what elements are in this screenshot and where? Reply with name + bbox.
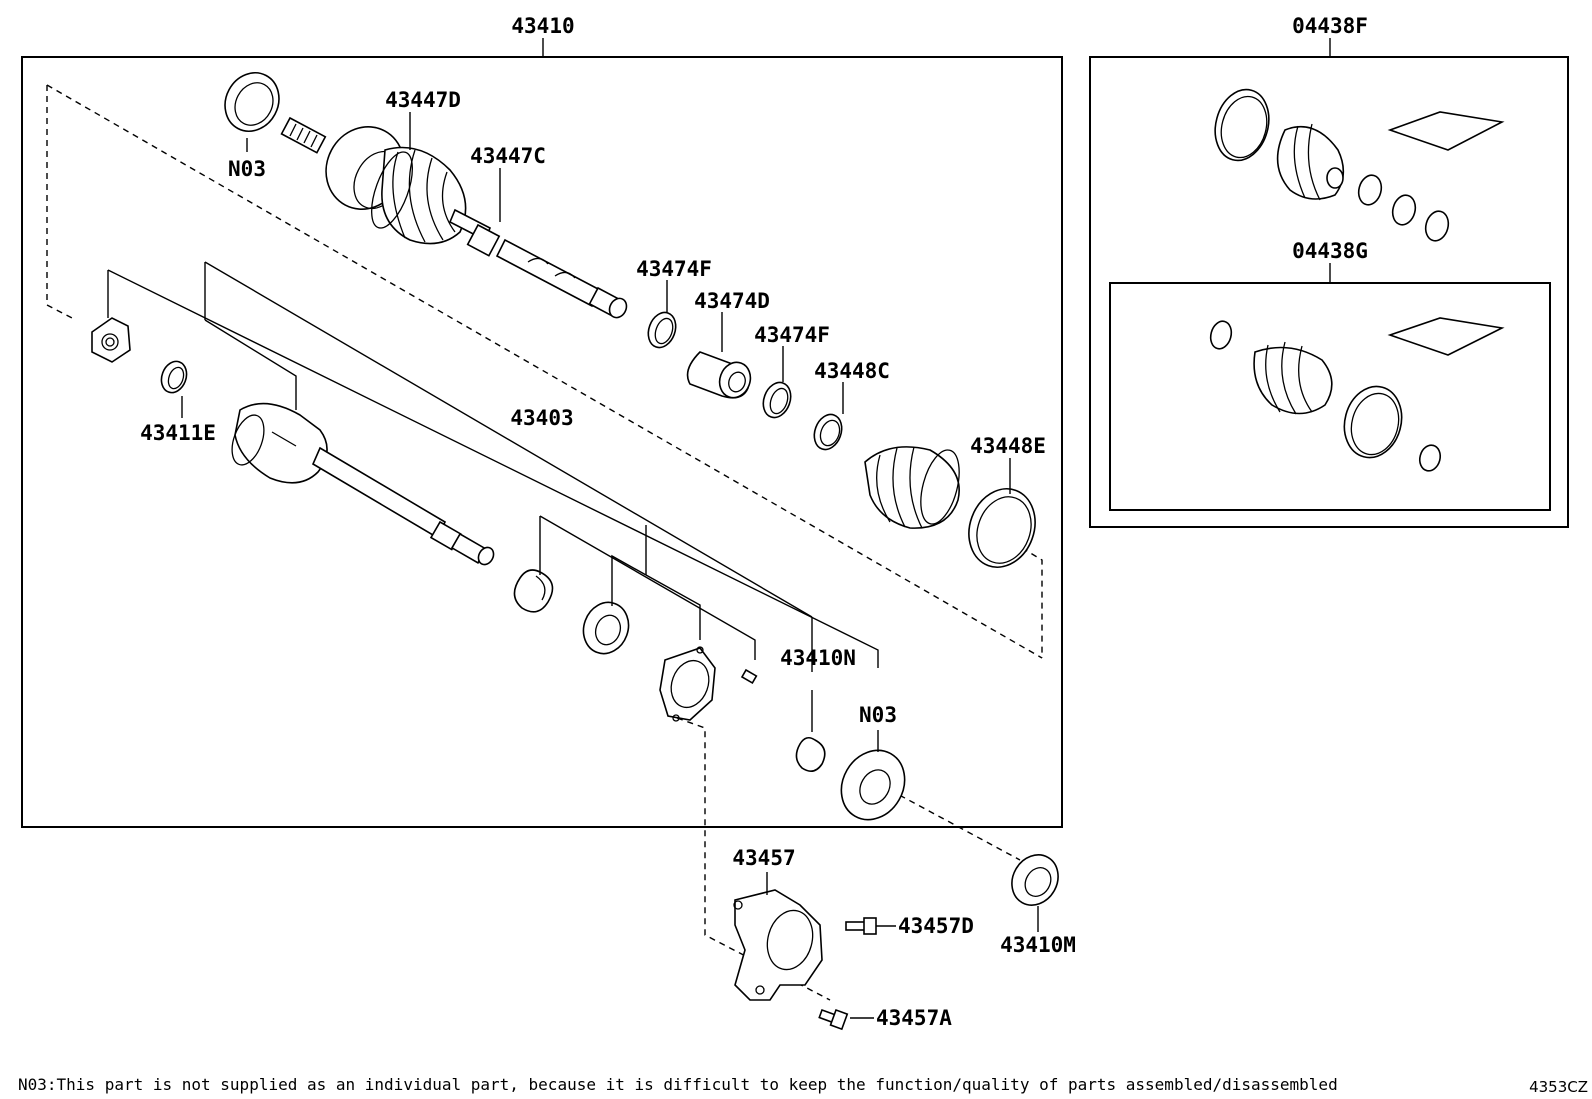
outer-cv-joint-assembly <box>280 116 628 319</box>
seal-dash <box>889 789 1021 861</box>
bolt-43457A <box>818 1008 849 1031</box>
washer-n03-bottom <box>840 749 906 821</box>
main-kit-frame <box>21 56 1063 828</box>
boot-inner <box>864 446 960 529</box>
bracket-dash <box>676 717 831 1001</box>
label-43474F-a: 43474F <box>636 257 712 281</box>
label-43457: 43457 <box>732 846 795 870</box>
boot-kit-inner-parts <box>1209 317 1505 472</box>
oil-seal-43410M <box>1011 854 1059 906</box>
label-43410M: 43410M <box>1000 933 1076 957</box>
label-43448C: 43448C <box>814 359 890 383</box>
ring-43474F-b <box>762 381 792 419</box>
bearing <box>582 601 630 655</box>
label-43411E: 43411E <box>140 421 216 445</box>
tripod-joint <box>91 317 131 363</box>
label-43410N: 43410N <box>780 646 856 670</box>
label-43474D: 43474D <box>694 289 770 313</box>
label-43457A: 43457A <box>876 1006 952 1030</box>
snap-ring-lower <box>513 569 554 613</box>
assembly-dash-left <box>46 85 73 319</box>
clamp-43448E <box>968 488 1036 568</box>
label-43410: 43410 <box>511 14 574 38</box>
diagram-code: 4353CZ <box>1529 1078 1588 1096</box>
clamp-43448C <box>813 413 843 451</box>
boot-kit-outer-parts <box>1214 88 1505 242</box>
leader-lines <box>107 112 1039 1019</box>
assembly-dash-top <box>46 84 1043 659</box>
bolt-43457D <box>845 917 877 935</box>
label-n03-bottom: N03 <box>859 703 897 727</box>
label-04438F: 04438F <box>1292 14 1368 38</box>
damper-43474D <box>686 351 752 399</box>
bearing-retainer <box>659 646 758 722</box>
label-43448E: 43448E <box>970 434 1046 458</box>
ring-43474F-a <box>647 311 677 349</box>
footnote: N03:This part is not supplied as an indi… <box>18 1075 1338 1094</box>
label-04438G: 04438G <box>1292 239 1368 263</box>
snap-ring-43411E <box>160 360 188 394</box>
bracket-43457 <box>733 889 823 1001</box>
label-43457D: 43457D <box>898 914 974 938</box>
assembly-dash-right <box>1021 547 1043 658</box>
boot-kit-outer-frame <box>1089 56 1569 528</box>
inner-cv-joint-shaft <box>231 402 495 566</box>
label-43447C: 43447C <box>470 144 546 168</box>
snap-ring-43410N <box>795 736 826 772</box>
label-43447D: 43447D <box>385 88 461 112</box>
ring-n03-top <box>224 72 280 132</box>
label-n03-top: N03 <box>228 157 266 181</box>
label-43474F-b: 43474F <box>754 323 830 347</box>
label-43403: 43403 <box>510 406 573 430</box>
